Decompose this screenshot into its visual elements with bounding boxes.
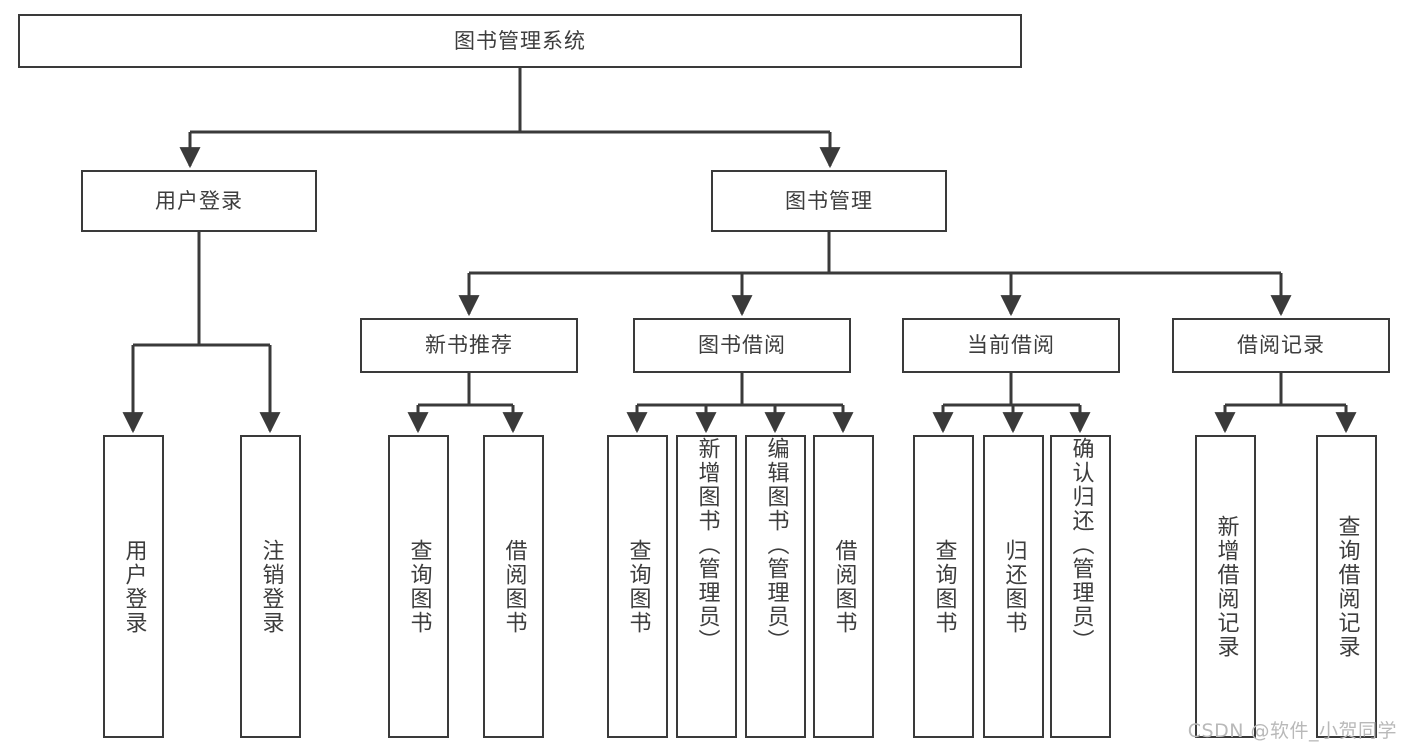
node-new-book-recommend[interactable]: 新书推荐: [360, 318, 578, 373]
node-leaf-query-borrow-record[interactable]: 查询借阅记录: [1316, 435, 1377, 738]
node-leaf-edit-book-admin-label: 编辑图书（管理员）: [763, 437, 789, 653]
node-leaf-user-login-label: 用户登录: [121, 538, 147, 635]
node-leaf-add-book-admin[interactable]: 新增图书（管理员）: [676, 435, 737, 738]
edges-book-borrow: [626, 373, 854, 434]
node-leaf-edit-book-admin[interactable]: 编辑图书（管理员）: [745, 435, 806, 738]
node-leaf-query-book-2-label: 查询图书: [625, 538, 651, 635]
edges-book-manage: [458, 232, 1292, 317]
edges-new-book-recommend: [407, 373, 524, 434]
node-borrow-record[interactable]: 借阅记录: [1172, 318, 1390, 373]
node-leaf-query-borrow-record-label: 查询借阅记录: [1334, 514, 1360, 659]
node-leaf-confirm-return-label: 确认归还（管理员）: [1068, 437, 1094, 653]
node-leaf-user-logout[interactable]: 注销登录: [240, 435, 301, 738]
node-leaf-user-login[interactable]: 用户登录: [103, 435, 164, 738]
node-book-manage-label: 图书管理: [785, 188, 873, 213]
node-leaf-add-book-admin-label: 新增图书（管理员）: [694, 437, 720, 653]
node-user-login-label: 用户登录: [155, 188, 243, 213]
node-book-manage[interactable]: 图书管理: [711, 170, 947, 232]
edges-root: [179, 68, 841, 169]
node-leaf-query-book-3-label: 查询图书: [931, 538, 957, 635]
node-borrow-record-label: 借阅记录: [1237, 333, 1325, 358]
node-leaf-borrow-book-2-label: 借阅图书: [831, 538, 857, 635]
node-leaf-add-borrow-record-label: 新增借阅记录: [1213, 514, 1239, 659]
node-book-borrow[interactable]: 图书借阅: [633, 318, 851, 373]
node-leaf-borrow-book-2[interactable]: 借阅图书: [813, 435, 874, 738]
node-leaf-borrow-book-1[interactable]: 借阅图书: [483, 435, 544, 738]
node-leaf-return-book-label: 归还图书: [1001, 538, 1027, 635]
node-leaf-query-book-1-label: 查询图书: [406, 538, 432, 635]
edges-current-borrow: [932, 373, 1091, 434]
node-leaf-user-logout-label: 注销登录: [258, 538, 284, 635]
node-leaf-query-book-3[interactable]: 查询图书: [913, 435, 974, 738]
node-current-borrow-label: 当前借阅: [967, 333, 1055, 358]
node-new-book-recommend-label: 新书推荐: [425, 333, 513, 358]
edges-borrow-record: [1214, 373, 1357, 434]
node-book-borrow-label: 图书借阅: [698, 333, 786, 358]
node-root-label: 图书管理系统: [454, 28, 586, 53]
node-leaf-return-book[interactable]: 归还图书: [983, 435, 1044, 738]
node-root[interactable]: 图书管理系统: [18, 14, 1022, 68]
node-leaf-borrow-book-1-label: 借阅图书: [501, 538, 527, 635]
node-current-borrow[interactable]: 当前借阅: [902, 318, 1120, 373]
node-leaf-add-borrow-record[interactable]: 新增借阅记录: [1195, 435, 1256, 738]
node-leaf-query-book-1[interactable]: 查询图书: [388, 435, 449, 738]
node-user-login[interactable]: 用户登录: [81, 170, 317, 232]
node-leaf-query-book-2[interactable]: 查询图书: [607, 435, 668, 738]
edges-user-login: [122, 232, 281, 434]
node-leaf-confirm-return[interactable]: 确认归还（管理员）: [1050, 435, 1111, 738]
